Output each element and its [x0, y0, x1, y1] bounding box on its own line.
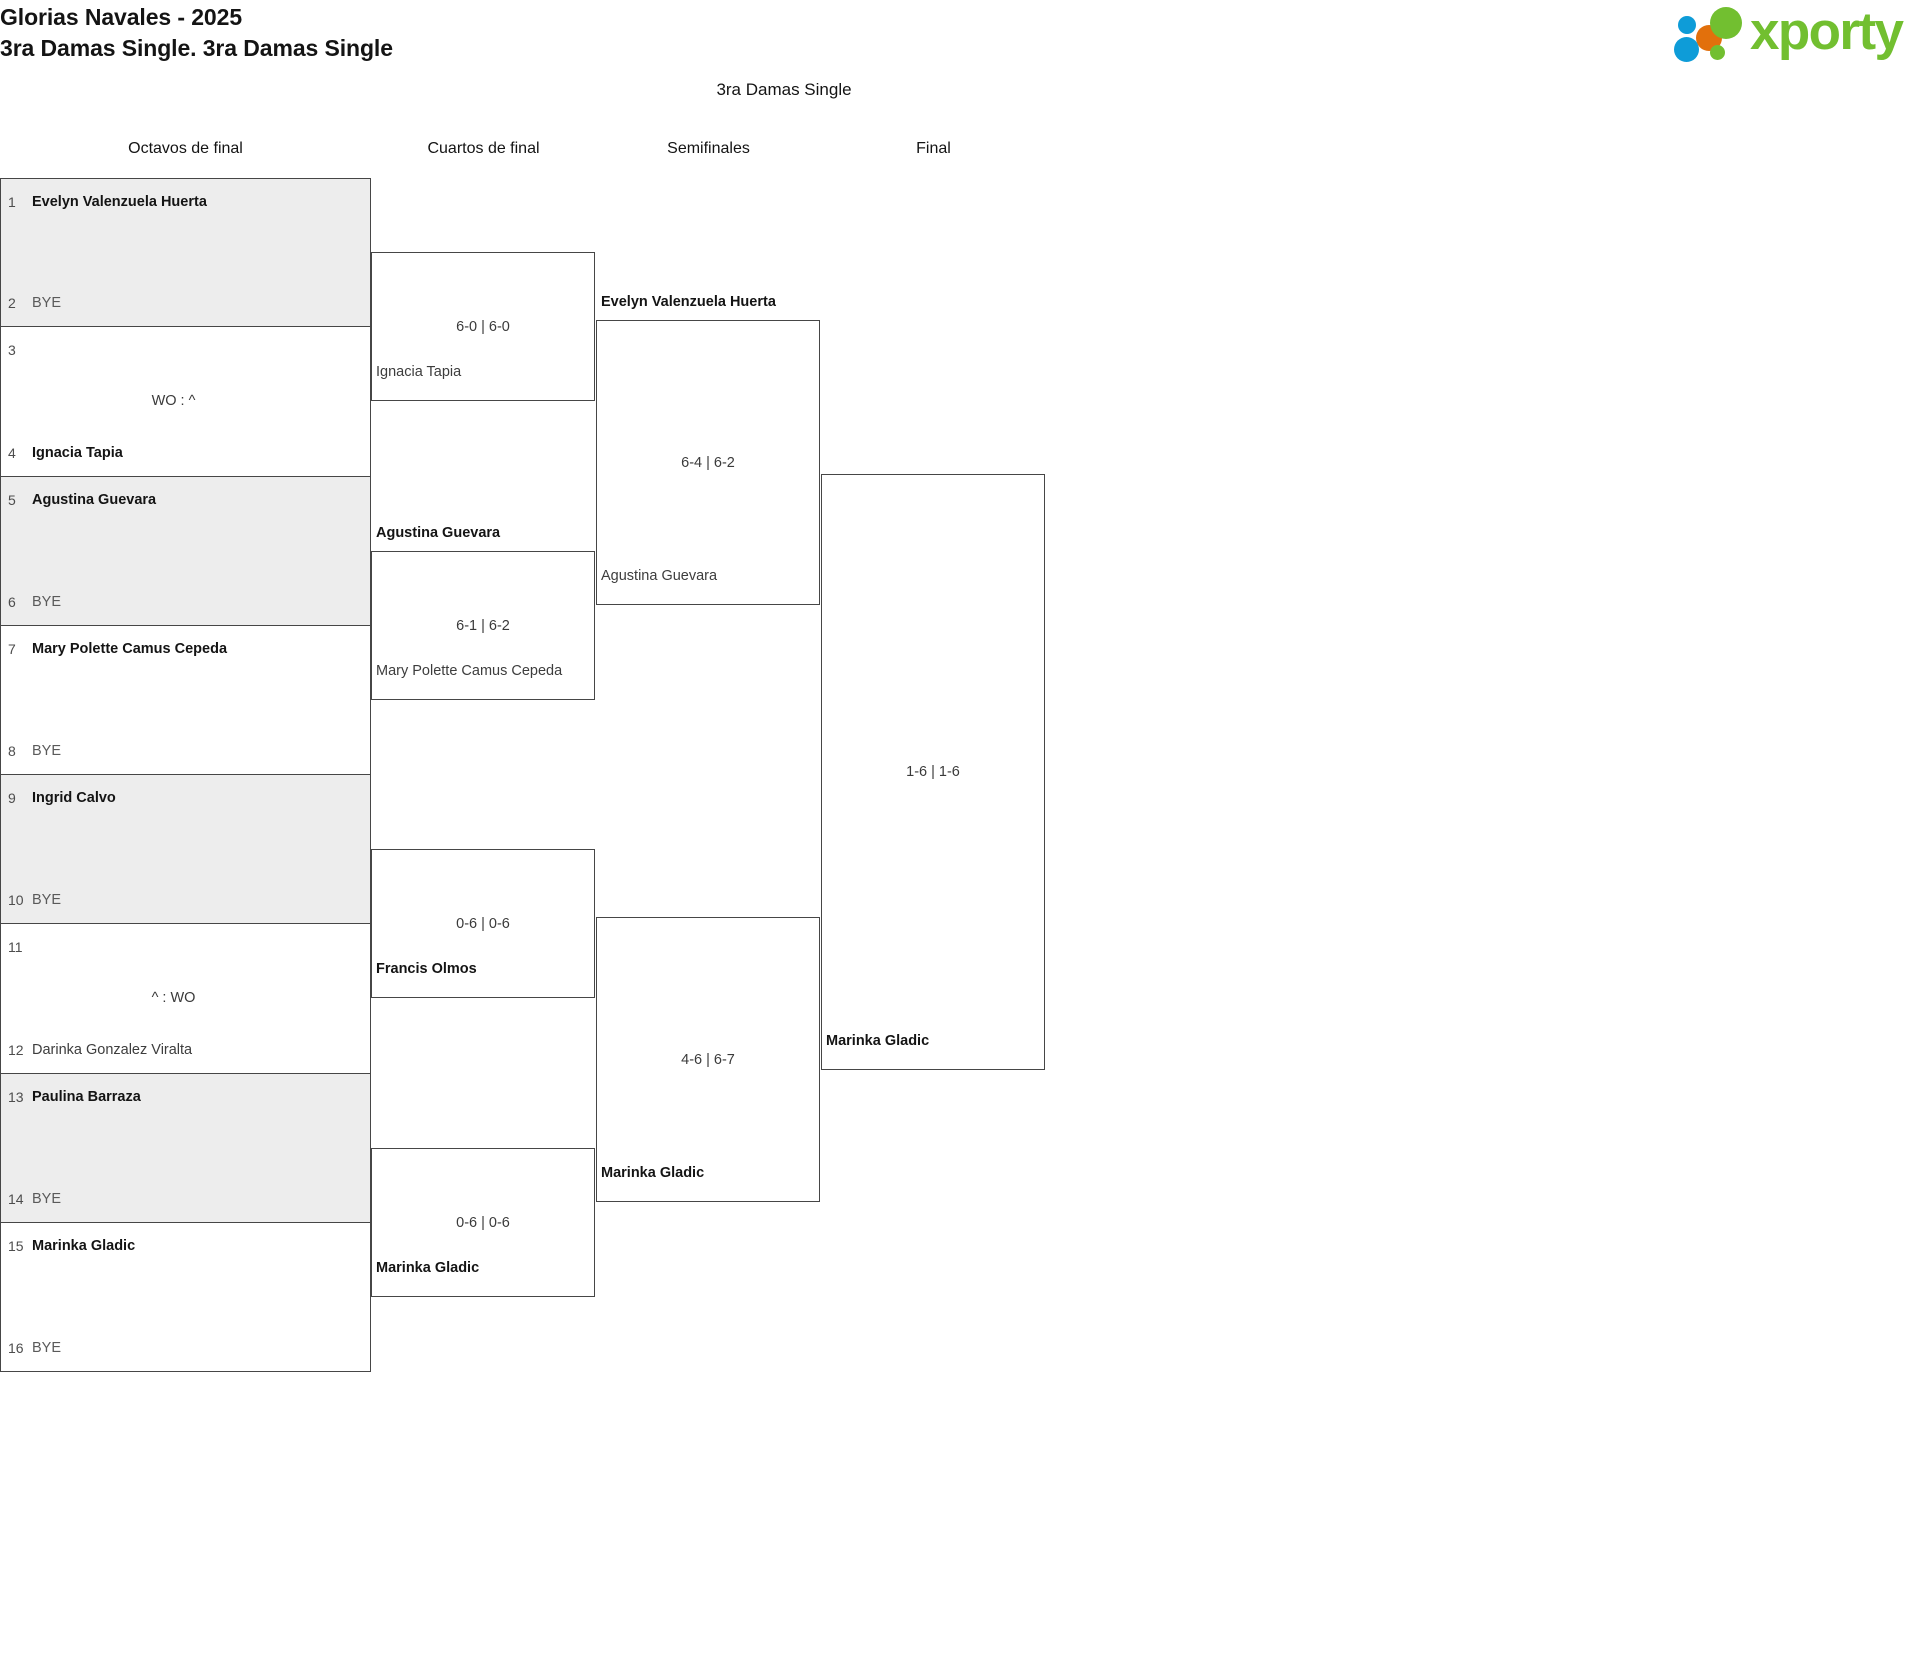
player-name: BYE — [32, 743, 62, 759]
seed-number: 16 — [8, 1340, 24, 1356]
first-round-match[interactable]: 15 Marinka Gladic 16 BYE — [0, 1222, 371, 1372]
quarterfinals-top-player: Agustina Guevara — [376, 525, 501, 541]
player-slot[interactable]: 3 — [1, 337, 370, 363]
player-slot[interactable]: 10 BYE — [1, 887, 370, 913]
player-name: BYE — [32, 593, 62, 610]
player-slot[interactable]: 12 Darinka Gonzalez Viralta — [1, 1037, 370, 1063]
seed-number: 13 — [8, 1088, 24, 1105]
quarterfinals-match[interactable]: 0-6 | 0-6 — [371, 849, 595, 998]
quarterfinals-match[interactable]: 6-0 | 6-0 — [371, 252, 595, 401]
seed-number: 14 — [8, 1190, 24, 1207]
quarterfinals-bottom-player: Francis Olmos — [376, 961, 477, 977]
player-name: BYE — [32, 892, 62, 909]
player-slot[interactable]: 2 BYE — [1, 290, 370, 316]
final-bottom-player: Marinka Gladic — [826, 1033, 930, 1049]
quarterfinals-bottom-player: Mary Polette Camus Cepeda — [376, 663, 563, 679]
semifinals-top-player: Evelyn Valenzuela Huerta — [601, 294, 776, 310]
seed-number: 12 — [8, 1041, 24, 1058]
player-name: Agustina Guevara — [32, 491, 157, 508]
page-title: Glorias Navales - 2025 3ra Damas Single.… — [0, 2, 900, 64]
player-slot[interactable]: 15 Marinka Gladic — [1, 1233, 370, 1259]
match-score: ^ : WO — [151, 990, 196, 1007]
logo-dot-green-small — [1710, 45, 1725, 60]
seed-number: 6 — [8, 593, 16, 610]
player-name: Evelyn Valenzuela Huerta — [32, 194, 207, 210]
player-name: BYE — [32, 1340, 62, 1356]
round-header-cuartos: Cuartos de final — [427, 140, 540, 157]
player-name: Marinka Gladic — [32, 1237, 136, 1254]
first-round-match[interactable]: 1 Evelyn Valenzuela Huerta 2 BYE — [0, 178, 371, 328]
player-name: Darinka Gonzalez Viralta — [32, 1041, 193, 1058]
player-slot[interactable]: 11 — [1, 934, 370, 960]
first-round-match[interactable]: 11 12 Darinka Gonzalez Viralta ^ : WO — [0, 924, 371, 1074]
logo-dot-blue-large — [1674, 37, 1699, 62]
seed-number: 10 — [8, 892, 24, 909]
quarterfinals-match[interactable]: 6-1 | 6-2 — [371, 551, 595, 700]
first-round-match[interactable]: 7 Mary Polette Camus Cepeda 8 BYE — [0, 625, 371, 775]
first-round-match[interactable]: 5 Agustina Guevara 6 BYE — [0, 476, 371, 626]
first-round-match[interactable]: 3 4 Ignacia Tapia WO : ^ — [0, 327, 371, 477]
match-score: 6-0 | 6-0 — [456, 318, 510, 335]
player-name: Paulina Barraza — [32, 1088, 141, 1105]
seed-number: 3 — [8, 342, 16, 359]
player-slot[interactable]: 7 Mary Polette Camus Cepeda — [1, 636, 370, 662]
player-name: BYE — [32, 295, 62, 312]
seed-number: 2 — [8, 295, 16, 312]
seed-number: 5 — [8, 491, 16, 508]
match-score: 1-6 | 1-6 — [906, 764, 960, 780]
semifinals-match[interactable]: 4-6 | 6-7 — [596, 917, 820, 1202]
logo-wordmark: xporty — [1750, 2, 1904, 61]
seed-number: 15 — [8, 1237, 24, 1254]
round-header-semifinales: Semifinales — [667, 140, 750, 157]
player-slot[interactable]: 13 Paulina Barraza — [1, 1084, 370, 1110]
final-match[interactable]: 1-6 | 1-6 — [821, 474, 1045, 1070]
first-round-match[interactable]: 9 Ingrid Calvo 10 BYE — [0, 775, 371, 925]
player-name: BYE — [32, 1190, 62, 1207]
match-score: WO : ^ — [151, 393, 196, 410]
player-name: Ignacia Tapia — [32, 444, 123, 461]
tournament-name: Glorias Navales - 2025 — [0, 4, 243, 30]
round-header-final: Final — [916, 140, 951, 157]
match-score: 6-4 | 6-2 — [681, 454, 735, 471]
semifinals-match[interactable]: 6-4 | 6-2 — [596, 320, 820, 605]
round-header-octavos: Octavos de final — [128, 140, 243, 157]
player-slot[interactable]: 16 BYE — [1, 1335, 370, 1361]
seed-number: 9 — [8, 790, 16, 806]
logo-dot-green-large — [1710, 7, 1742, 39]
draw-title: 3ra Damas Single — [716, 80, 852, 99]
match-score: 0-6 | 0-6 — [456, 1214, 510, 1231]
player-slot[interactable]: 5 Agustina Guevara — [1, 487, 370, 513]
xporty-logo[interactable]: xporty — [1674, 2, 1906, 62]
player-slot[interactable]: 14 BYE — [1, 1186, 370, 1212]
seed-number: 11 — [8, 939, 23, 956]
match-score: 6-1 | 6-2 — [456, 617, 510, 634]
player-slot[interactable]: 1 Evelyn Valenzuela Huerta — [1, 189, 370, 215]
quarterfinals-bottom-player: Ignacia Tapia — [376, 364, 462, 380]
logo-dot-blue-small — [1678, 16, 1696, 34]
category-name: 3ra Damas Single. 3ra Damas Single — [0, 35, 393, 61]
seed-number: 8 — [8, 743, 16, 759]
seed-number: 1 — [8, 194, 16, 210]
match-score: 0-6 | 0-6 — [456, 915, 510, 932]
match-score: 4-6 | 6-7 — [681, 1051, 735, 1068]
semifinals-bottom-player: Marinka Gladic — [601, 1165, 705, 1181]
player-slot[interactable]: 9 Ingrid Calvo — [1, 785, 370, 811]
quarterfinals-match[interactable]: 0-6 | 0-6 — [371, 1148, 595, 1297]
semifinals-bottom-player: Agustina Guevara — [601, 568, 718, 584]
first-round-match[interactable]: 13 Paulina Barraza 14 BYE — [0, 1073, 371, 1223]
player-slot[interactable]: 8 BYE — [1, 738, 370, 764]
player-name: Ingrid Calvo — [32, 790, 116, 806]
player-slot[interactable]: 4 Ignacia Tapia — [1, 440, 370, 466]
seed-number: 4 — [8, 444, 16, 461]
logo-dots-icon — [1674, 7, 1748, 62]
seed-number: 7 — [8, 640, 16, 657]
player-name: Mary Polette Camus Cepeda — [32, 640, 228, 657]
quarterfinals-bottom-player: Marinka Gladic — [376, 1260, 480, 1276]
player-slot[interactable]: 6 BYE — [1, 589, 370, 615]
